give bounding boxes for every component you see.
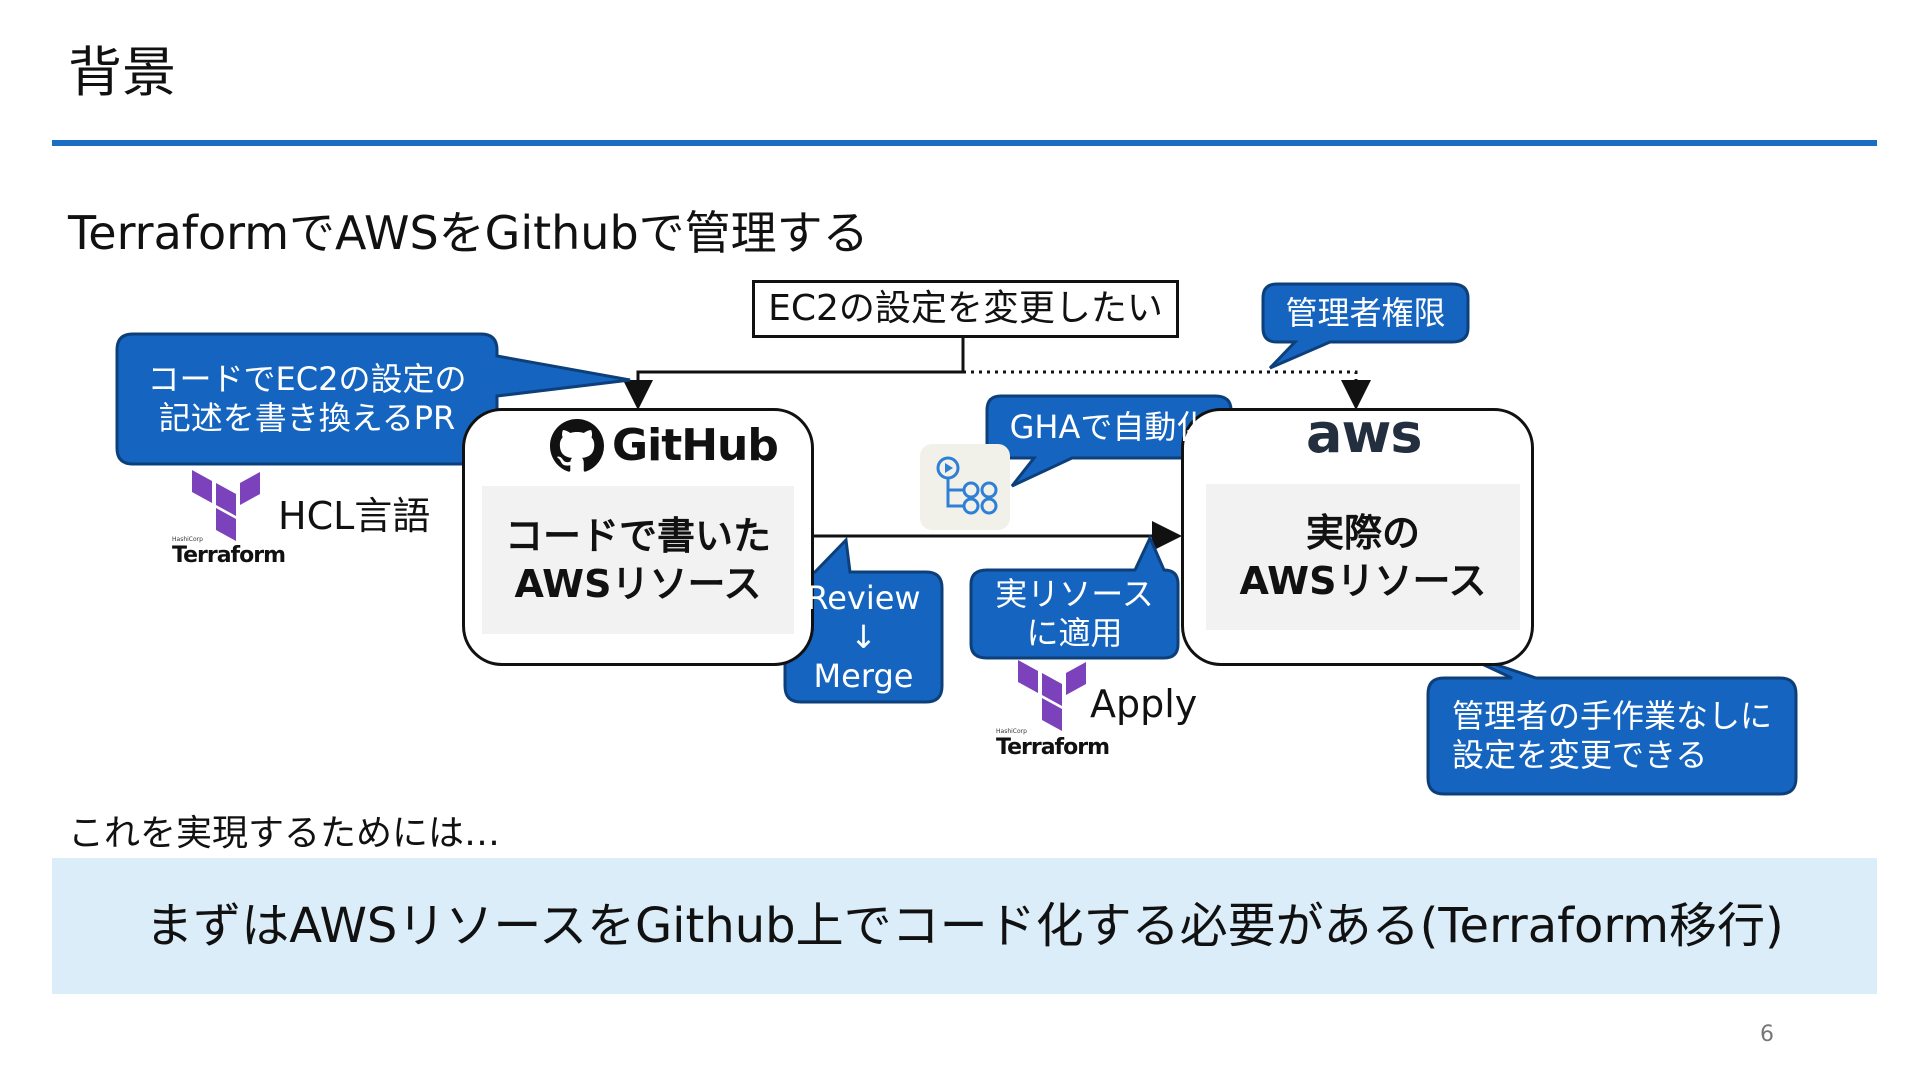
title-divider bbox=[52, 140, 1877, 146]
connector-to-github bbox=[623, 338, 965, 410]
callout-gha-shape bbox=[985, 394, 1233, 488]
terraform-logo-left-small: HashiCorp bbox=[172, 536, 203, 543]
github-card-content: コードで書いた AWSリソース bbox=[482, 486, 794, 634]
github-logo-text: GitHub bbox=[612, 420, 779, 471]
callout-no-manual-line1: 管理者の手作業なしに bbox=[1452, 697, 1773, 735]
github-octocat-icon bbox=[550, 419, 604, 472]
conclusion-lead: これを実現するためには… bbox=[68, 813, 501, 854]
callout-review: Review ↓ Merge bbox=[785, 572, 942, 702]
callout-apply-shape bbox=[969, 534, 1180, 660]
callout-admin-text: 管理者権限 bbox=[1285, 293, 1446, 332]
callout-code-pr: コードでEC2の設定の 記述を書き換えるPR bbox=[117, 334, 497, 464]
github-actions-icon bbox=[920, 444, 1010, 530]
callout-no-manual-line2: 設定を変更できる bbox=[1452, 736, 1708, 774]
slide-title: 背景 bbox=[68, 41, 176, 104]
github-card-line2: AWSリソース bbox=[514, 562, 762, 606]
callout-gha: GHAで自動化 bbox=[987, 396, 1231, 458]
callout-review-line1: Review bbox=[806, 578, 921, 617]
terraform-logo-apply-mark bbox=[1018, 660, 1086, 731]
top-requirement-label: EC2の設定を変更したい bbox=[768, 288, 1163, 329]
callout-admin-shape bbox=[1261, 282, 1470, 370]
callout-review-line2: Merge bbox=[813, 656, 914, 695]
terraform-logo-apply-text: Terraform bbox=[996, 735, 1110, 760]
terraform-logo-left-mark bbox=[192, 470, 260, 541]
aws-card-content: 実際の AWSリソース bbox=[1206, 484, 1520, 630]
callout-admin: 管理者権限 bbox=[1263, 284, 1468, 342]
callout-no-manual: 管理者の手作業なしに 設定を変更できる bbox=[1428, 678, 1796, 794]
aws-logo-text: aws bbox=[1306, 402, 1422, 465]
callout-apply-line1: 実リソース bbox=[995, 575, 1154, 613]
callout-code-pr-line1: コードでEC2の設定の bbox=[147, 360, 467, 398]
conclusion-banner: まずはAWSリソースをGithub上でコード化する必要がある(Terraform… bbox=[52, 858, 1877, 994]
terraform-logo-left: HashiCorp Terraform bbox=[172, 536, 286, 568]
apply-label: Apply bbox=[1090, 682, 1198, 726]
callout-gha-text: GHAで自動化 bbox=[1009, 407, 1209, 446]
slide-subtitle: TerraformでAWSをGithubで管理する bbox=[68, 206, 869, 260]
terraform-logo-apply-small: HashiCorp bbox=[996, 728, 1027, 735]
callout-apply-line2: に適用 bbox=[1026, 614, 1123, 652]
terraform-logo-apply: HashiCorp Terraform bbox=[996, 728, 1110, 760]
page-number: 6 bbox=[1760, 1022, 1774, 1047]
callout-apply: 実リソース に適用 bbox=[971, 570, 1178, 658]
hcl-label: HCL言語 bbox=[278, 494, 431, 538]
callout-no-manual-shape bbox=[1426, 648, 1798, 796]
terraform-logo-left-text: Terraform bbox=[172, 543, 286, 568]
top-requirement-box: EC2の設定を変更したい bbox=[752, 280, 1179, 338]
aws-card-line2: AWSリソース bbox=[1239, 559, 1487, 603]
connector-to-aws-dotted bbox=[963, 370, 1371, 410]
aws-card-line1: 実際の bbox=[1305, 511, 1420, 555]
callout-review-arrow: ↓ bbox=[850, 617, 877, 656]
github-card-line1: コードで書いた bbox=[504, 514, 771, 558]
github-logo: GitHub bbox=[550, 418, 779, 474]
callout-code-pr-line2: 記述を書き換えるPR bbox=[158, 399, 456, 437]
conclusion-banner-text: まずはAWSリソースをGithub上でコード化する必要がある(Terraform… bbox=[145, 898, 1784, 954]
